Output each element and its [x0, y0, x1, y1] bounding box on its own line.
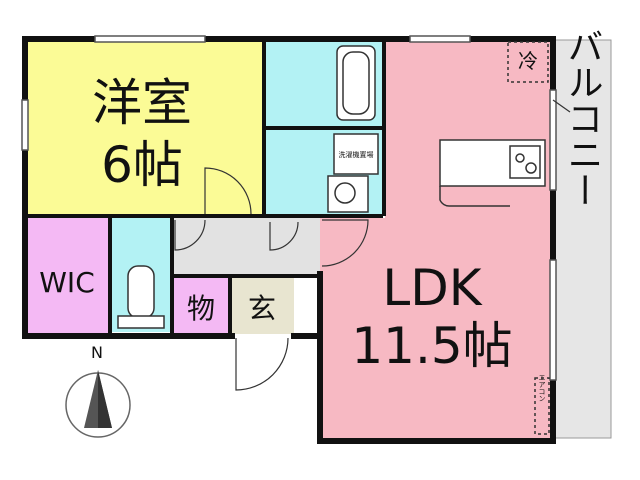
bathtub: [336, 45, 376, 121]
doors: [174, 99, 571, 391]
western-room-size: 6帖: [101, 136, 183, 194]
storage-label: 物: [187, 292, 215, 325]
ldk-room-size: 11.5帖: [351, 317, 512, 375]
balcony-label: バルコニー: [562, 28, 603, 208]
wash-basin: [327, 175, 369, 213]
ldk-room-name: LDK: [382, 259, 482, 317]
inner-walls: [25, 39, 386, 336]
aircon-space: [534, 377, 550, 435]
toilet: [127, 265, 155, 319]
entrance-area: [232, 276, 294, 334]
fixtures: [117, 41, 550, 435]
wic-label: WIC: [39, 266, 95, 299]
wic-room: [25, 218, 109, 334]
ldk-room-lower: [320, 218, 553, 440]
aircon-label: エアコン: [538, 374, 546, 402]
ldk-room: [385, 40, 553, 220]
entrance-label: 玄: [248, 292, 276, 325]
western-room-name: 洋室: [92, 74, 192, 132]
corridor: [173, 218, 320, 274]
storage-room: [173, 278, 229, 333]
fridge-label: 冷: [518, 49, 538, 73]
western-room: [25, 40, 263, 216]
compass: [65, 370, 131, 438]
washer-label: 洗濯機置場: [339, 150, 374, 159]
washer-space: [333, 133, 379, 175]
windows: [21, 35, 557, 381]
stove: [509, 145, 541, 179]
compass-north-label: N: [91, 343, 103, 362]
fridge-space: [507, 41, 549, 83]
